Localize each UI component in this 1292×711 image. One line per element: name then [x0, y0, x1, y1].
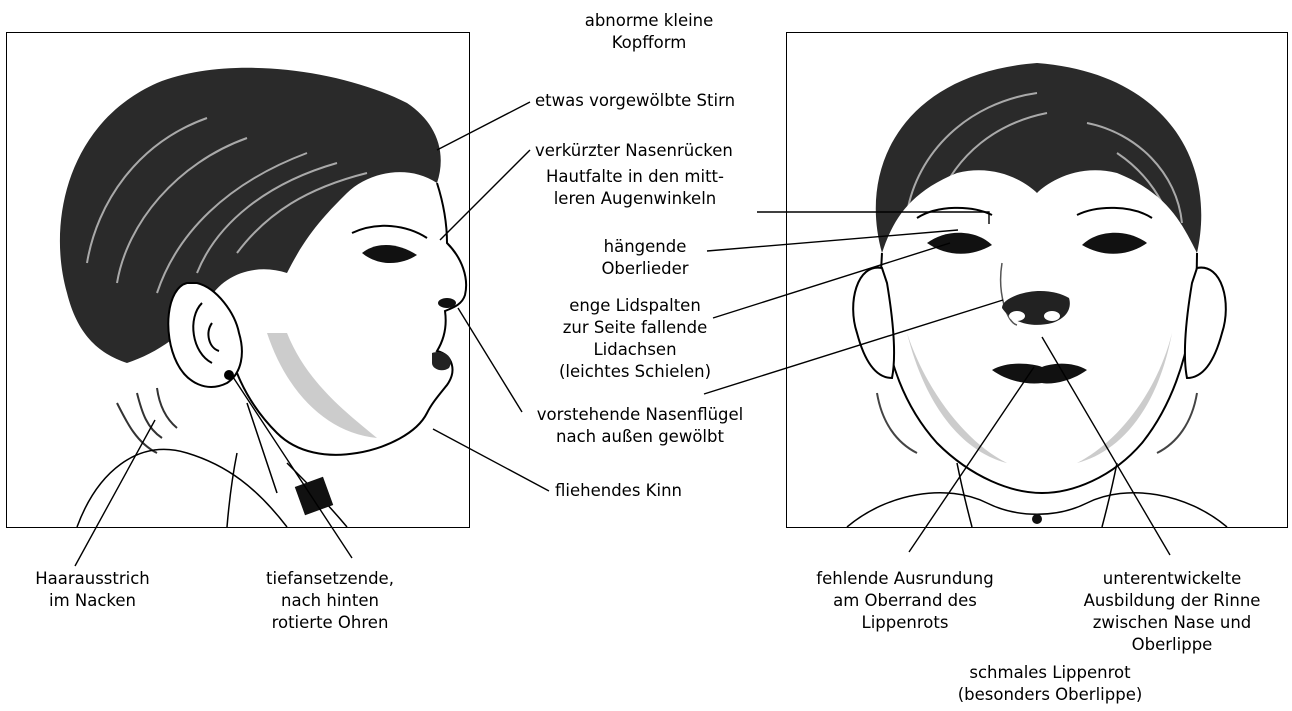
frontal-drawing — [787, 33, 1287, 527]
frontal-ear-left — [853, 268, 894, 378]
profile-hair — [60, 68, 441, 363]
label-forehead: etwas vorgewölbte Stirn — [535, 90, 735, 112]
label-epicanthus: Hautfalte in den mitt- leren Augenwinkel… — [515, 166, 755, 210]
label-lip-border: fehlende Ausrundung am Oberrand des Lipp… — [790, 568, 1020, 634]
label-chin: fliehendes Kinn — [555, 480, 682, 502]
frontal-mouth — [992, 364, 1087, 384]
label-hairline: Haarausstrich im Nacken — [10, 568, 175, 612]
label-palpebral: enge Lidspalten zur Seite fallende Lidac… — [540, 295, 730, 383]
frontal-illustration — [786, 32, 1288, 528]
frontal-eye-left — [927, 233, 992, 254]
label-nostrils: vorstehende Nasenflügel nach außen gewöl… — [525, 404, 755, 448]
frontal-eye-right — [1082, 233, 1147, 254]
label-thin-lip: schmales Lippenrot (besonders Oberlippe) — [940, 662, 1160, 706]
label-nasal-bridge: verkürzter Nasenrücken — [535, 140, 733, 162]
profile-eye — [362, 245, 417, 263]
profile-lips — [432, 352, 451, 370]
label-philtrum: unterentwickelte Ausbildung der Rinne zw… — [1062, 568, 1282, 656]
profile-illustration — [6, 32, 470, 528]
frontal-ear-right — [1185, 268, 1226, 378]
profile-drawing — [7, 33, 469, 527]
label-head-shape: abnorme kleine Kopfform — [549, 10, 749, 54]
profile-nostril — [438, 298, 456, 308]
profile-collar — [77, 450, 287, 527]
label-ptosis: hängende Oberlieder — [580, 236, 710, 280]
label-ears: tiefansetzende, nach hinten rotierte Ohr… — [240, 568, 420, 634]
